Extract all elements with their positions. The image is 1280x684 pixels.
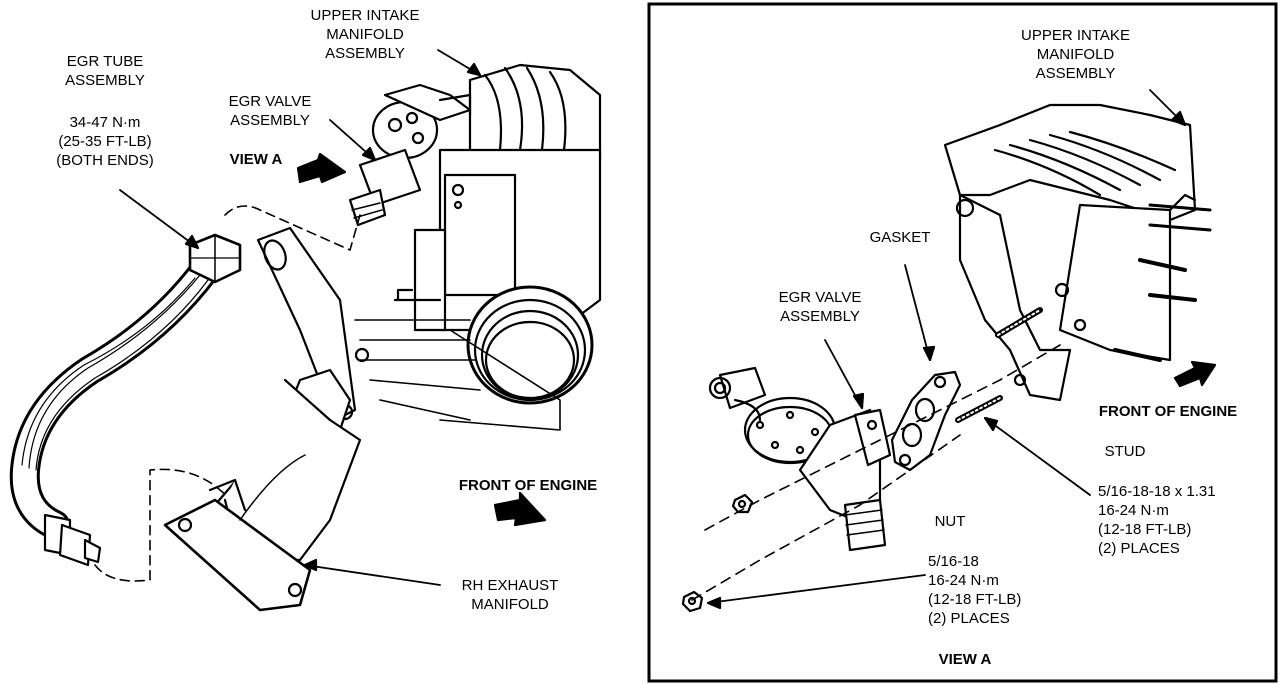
- right-upper-intake-label: UPPER INTAKE MANIFOLD ASSEMBLY: [998, 26, 1153, 83]
- egr-tube-torque-spec: 34-47 N·m (25-35 FT-LB) (BOTH ENDS): [40, 113, 170, 170]
- rh-exhaust-manifold-label: RH EXHAUST MANIFOLD: [440, 576, 580, 614]
- left-dashed-line-upper: [224, 205, 361, 251]
- left-leader-arrowheads: [184, 62, 482, 572]
- stud-spec: 5/16-18-18 x 1.31 16-24 N·m (12-18 FT-LB…: [1098, 482, 1258, 558]
- nut-spec-line3: (12-18 FT-LB): [928, 591, 1022, 608]
- view-a-label: VIEW A: [229, 151, 283, 168]
- right-upper-intake-line2: MANIFOLD: [1036, 46, 1115, 63]
- right-leader-arrowheads: [706, 110, 1187, 610]
- egr-tube: [9, 233, 242, 567]
- nut-spec: 5/16-18 16-24 N·m (12-18 FT-LB) (2) PLAC…: [928, 552, 1058, 628]
- right-egr-valve: [708, 366, 892, 552]
- right-view: [647, 2, 1278, 683]
- left-view: [9, 49, 602, 612]
- right-dashed-line-lower: [691, 434, 961, 601]
- left-upper-intake-label: UPPER INTAKE MANIFOLD ASSEMBLY: [290, 6, 440, 63]
- nut-label: NUT: [934, 513, 966, 530]
- left-leader-exhaust: [304, 564, 441, 586]
- left-egr-valve-line2: ASSEMBLY: [230, 112, 310, 129]
- egr-tube-label: EGR TUBE ASSEMBLY: [45, 52, 165, 90]
- stud-spec-line1: 5/16-18-18 x 1.31: [1098, 483, 1216, 500]
- egr-tube-label-line1: EGR TUBE: [66, 53, 144, 70]
- throttle-body: [354, 63, 602, 431]
- nuts: [681, 493, 754, 613]
- view-a-arrow: [296, 152, 347, 184]
- stud-label: STUD: [1104, 443, 1146, 460]
- nut-spec-line2: 16-24 N·m: [928, 572, 999, 589]
- right-leader-gasket: [904, 264, 931, 361]
- right-egr-valve-line1: EGR VALVE: [778, 289, 862, 306]
- right-upper-intake-line3: ASSEMBLY: [1035, 65, 1116, 82]
- left-leader-torque: [119, 189, 199, 249]
- studs: [955, 307, 1043, 423]
- stud-spec-line4: (2) PLACES: [1098, 540, 1180, 557]
- rh-exhaust-manifold: [163, 368, 362, 612]
- left-upper-intake-line2: MANIFOLD: [326, 26, 404, 43]
- torque-spec-line3: (BOTH ENDS): [56, 152, 154, 169]
- gasket-label: GASKET: [869, 229, 931, 246]
- left-upper-intake-line1: UPPER INTAKE: [310, 7, 420, 24]
- nut-spec-line1: 5/16-18: [928, 553, 979, 570]
- rh-exhaust-line1: RH EXHAUST: [461, 577, 559, 594]
- view-a-title: VIEW A: [938, 651, 992, 668]
- left-egr-valve-label: EGR VALVE ASSEMBLY: [215, 92, 325, 130]
- front-arrow-left: [493, 491, 547, 527]
- left-dashed-line-lower: [94, 468, 231, 582]
- right-leader-stud: [984, 417, 1091, 496]
- rh-exhaust-line2: MANIFOLD: [471, 596, 549, 613]
- right-dashed-line-upper: [704, 344, 1061, 531]
- right-upper-intake-line1: UPPER INTAKE: [1021, 27, 1130, 44]
- right-leader-nut: [707, 574, 926, 604]
- right-egr-valve-line2: ASSEMBLY: [780, 308, 860, 325]
- stud-spec-line2: 16-24 N·m: [1098, 502, 1169, 519]
- left-upper-intake-line3: ASSEMBLY: [325, 45, 405, 62]
- egr-tube-label-line2: ASSEMBLY: [65, 72, 145, 89]
- torque-spec-line2: (25-35 FT-LB): [58, 133, 152, 150]
- left-egr-valve: [348, 83, 472, 227]
- gasket: [890, 370, 962, 472]
- front-arrow-right: [1173, 360, 1217, 388]
- torque-spec-line1: 34-47 N·m: [69, 114, 141, 131]
- right-egr-valve-label: EGR VALVE ASSEMBLY: [760, 288, 880, 326]
- left-front-of-engine-label: FRONT OF ENGINE: [458, 477, 598, 494]
- right-front-of-engine-label: FRONT OF ENGINE: [1098, 403, 1238, 420]
- view-a-frame: [647, 2, 1278, 683]
- nut-spec-line4: (2) PLACES: [928, 610, 1010, 627]
- stud-spec-line3: (12-18 FT-LB): [1098, 521, 1192, 538]
- right-upper-intake: [943, 103, 1212, 402]
- left-egr-valve-line1: EGR VALVE: [228, 93, 312, 110]
